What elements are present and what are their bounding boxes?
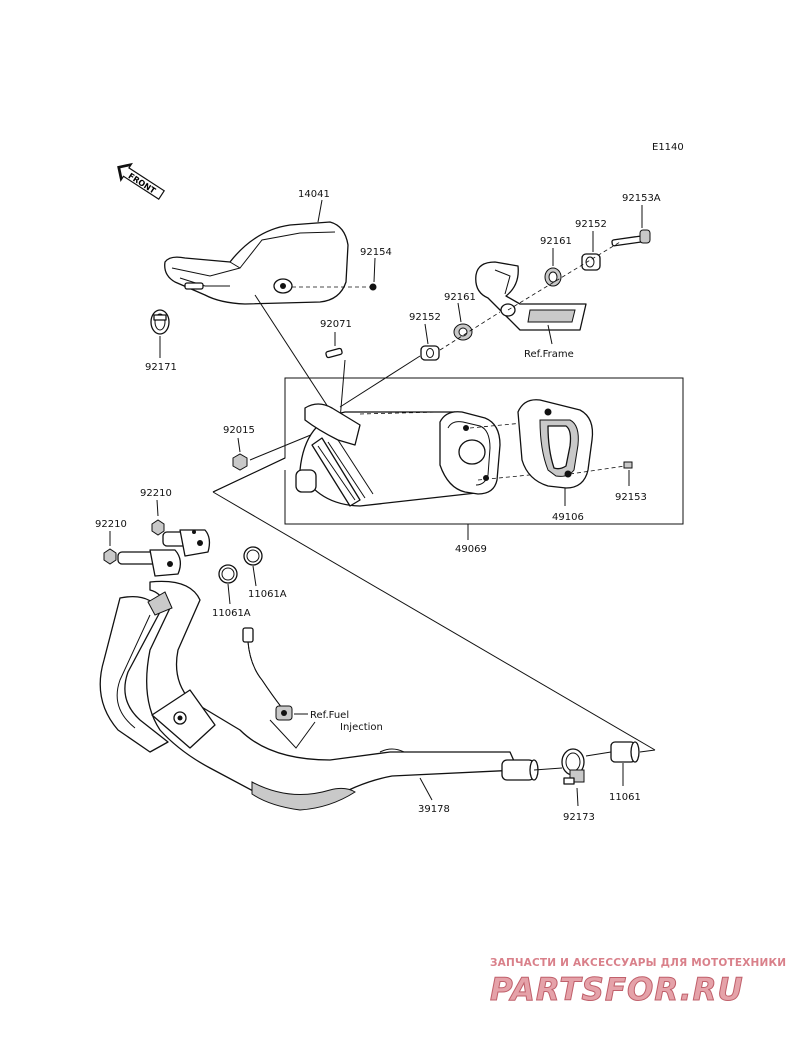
- stud-flange-lower: [117, 549, 182, 577]
- heat-guard-cover: [164, 221, 349, 305]
- ref-frame-label: Ref.Frame: [524, 349, 574, 360]
- leader-92152-lower: [424, 323, 429, 345]
- leader-92210-upper: [156, 499, 159, 517]
- label-92015: 92015: [223, 425, 255, 436]
- dash-muffler-a: [359, 411, 441, 415]
- leader-14041: [317, 199, 323, 223]
- nut-92210-upper: [151, 519, 165, 536]
- leader-pipe-clamp: [533, 767, 563, 771]
- clamp-92173: [561, 748, 585, 785]
- muffler-assembly: [295, 403, 501, 507]
- ref-fuel-label-1: Ref.Fuel: [310, 710, 349, 721]
- label-11061: 11061: [609, 792, 641, 803]
- ref-fuel-label-2: Injection: [340, 722, 383, 733]
- watermark: ЗАПЧАСТИ И АКСЕССУАРЫ ДЛЯ МОТОТЕХНИКИ PA…: [490, 957, 787, 1009]
- label-92173: 92173: [563, 812, 595, 823]
- label-92152-upper: 92152: [575, 219, 607, 230]
- watermark-tagline: ЗАПЧАСТИ И АКСЕССУАРЫ ДЛЯ МОТОТЕХНИКИ: [490, 957, 786, 969]
- leader-92154: [373, 257, 376, 283]
- label-92161-upper: 92161: [540, 236, 572, 247]
- collar-92152-lower: [420, 345, 440, 361]
- screw-92154: [369, 283, 377, 291]
- watermark-brand: PARTSFOR.RU: [490, 972, 744, 1008]
- dash-bracket-bolt: [507, 241, 621, 311]
- leader-39178: [419, 777, 433, 801]
- label-11061A-upper: 11061A: [248, 589, 287, 600]
- leader-nut-bracket: [249, 431, 319, 461]
- label-92153: 92153: [615, 492, 647, 503]
- muffler-box: [212, 377, 684, 525]
- leader-grommet-muffler: [339, 359, 346, 421]
- exhaust-header-pipe: [99, 580, 539, 811]
- label-39178: 39178: [418, 804, 450, 815]
- grommet-92161-upper: [544, 267, 562, 287]
- leader-clamp-gasket: [585, 751, 612, 757]
- grommet-92161-lower: [453, 323, 473, 341]
- label-49106: 49106: [552, 512, 584, 523]
- frame-bracket: [475, 261, 587, 331]
- band-clamp: [150, 309, 170, 335]
- dash-collar-bracket: [439, 311, 501, 351]
- end-cap-49106: [517, 399, 594, 489]
- leader-box-diagonal: [212, 491, 656, 751]
- screw-92153: [623, 461, 633, 469]
- label-92152-lower: 92152: [409, 312, 441, 323]
- gasket-11061A-upper-inner: [246, 549, 260, 563]
- leader-sensor-pipe: [269, 719, 316, 749]
- nut-92210-lower: [103, 548, 117, 565]
- stud-flange-upper: [162, 529, 211, 557]
- grommet-92071: [325, 347, 343, 359]
- label-14041: 14041: [298, 189, 330, 200]
- diagram-code: E1140: [652, 142, 684, 153]
- leader-ref-frame: [547, 324, 553, 345]
- gasket-11061: [610, 741, 640, 763]
- label-11061A-lower: 11061A: [212, 608, 251, 619]
- label-92153A: 92153A: [622, 193, 661, 204]
- nut-92015: [232, 453, 248, 471]
- oxygen-sensor: [242, 627, 293, 721]
- leader-92173: [576, 787, 579, 807]
- front-arrow: FRONT: [117, 162, 166, 201]
- label-92210-upper: 92210: [140, 488, 172, 499]
- label-92154: 92154: [360, 247, 392, 258]
- gasket-11061A-lower-inner: [221, 567, 235, 581]
- bolt-92153A: [611, 229, 651, 247]
- label-92071: 92071: [320, 319, 352, 330]
- leader-collar-muffler: [339, 355, 421, 408]
- leader-92161-lower: [457, 302, 462, 323]
- label-92161-lower: 92161: [444, 292, 476, 303]
- leader-gasket-end: [639, 749, 656, 753]
- label-92210-lower: 92210: [95, 519, 127, 530]
- dash-92153: [569, 465, 626, 475]
- label-92171: 92171: [145, 362, 177, 373]
- leader-11061A-upper: [252, 565, 257, 587]
- leader-cover-muffler: [254, 294, 331, 411]
- leader-92015: [237, 437, 241, 453]
- label-49069: 49069: [455, 544, 487, 555]
- collar-92152-upper: [581, 253, 601, 271]
- leader-11061A-lower: [227, 583, 231, 605]
